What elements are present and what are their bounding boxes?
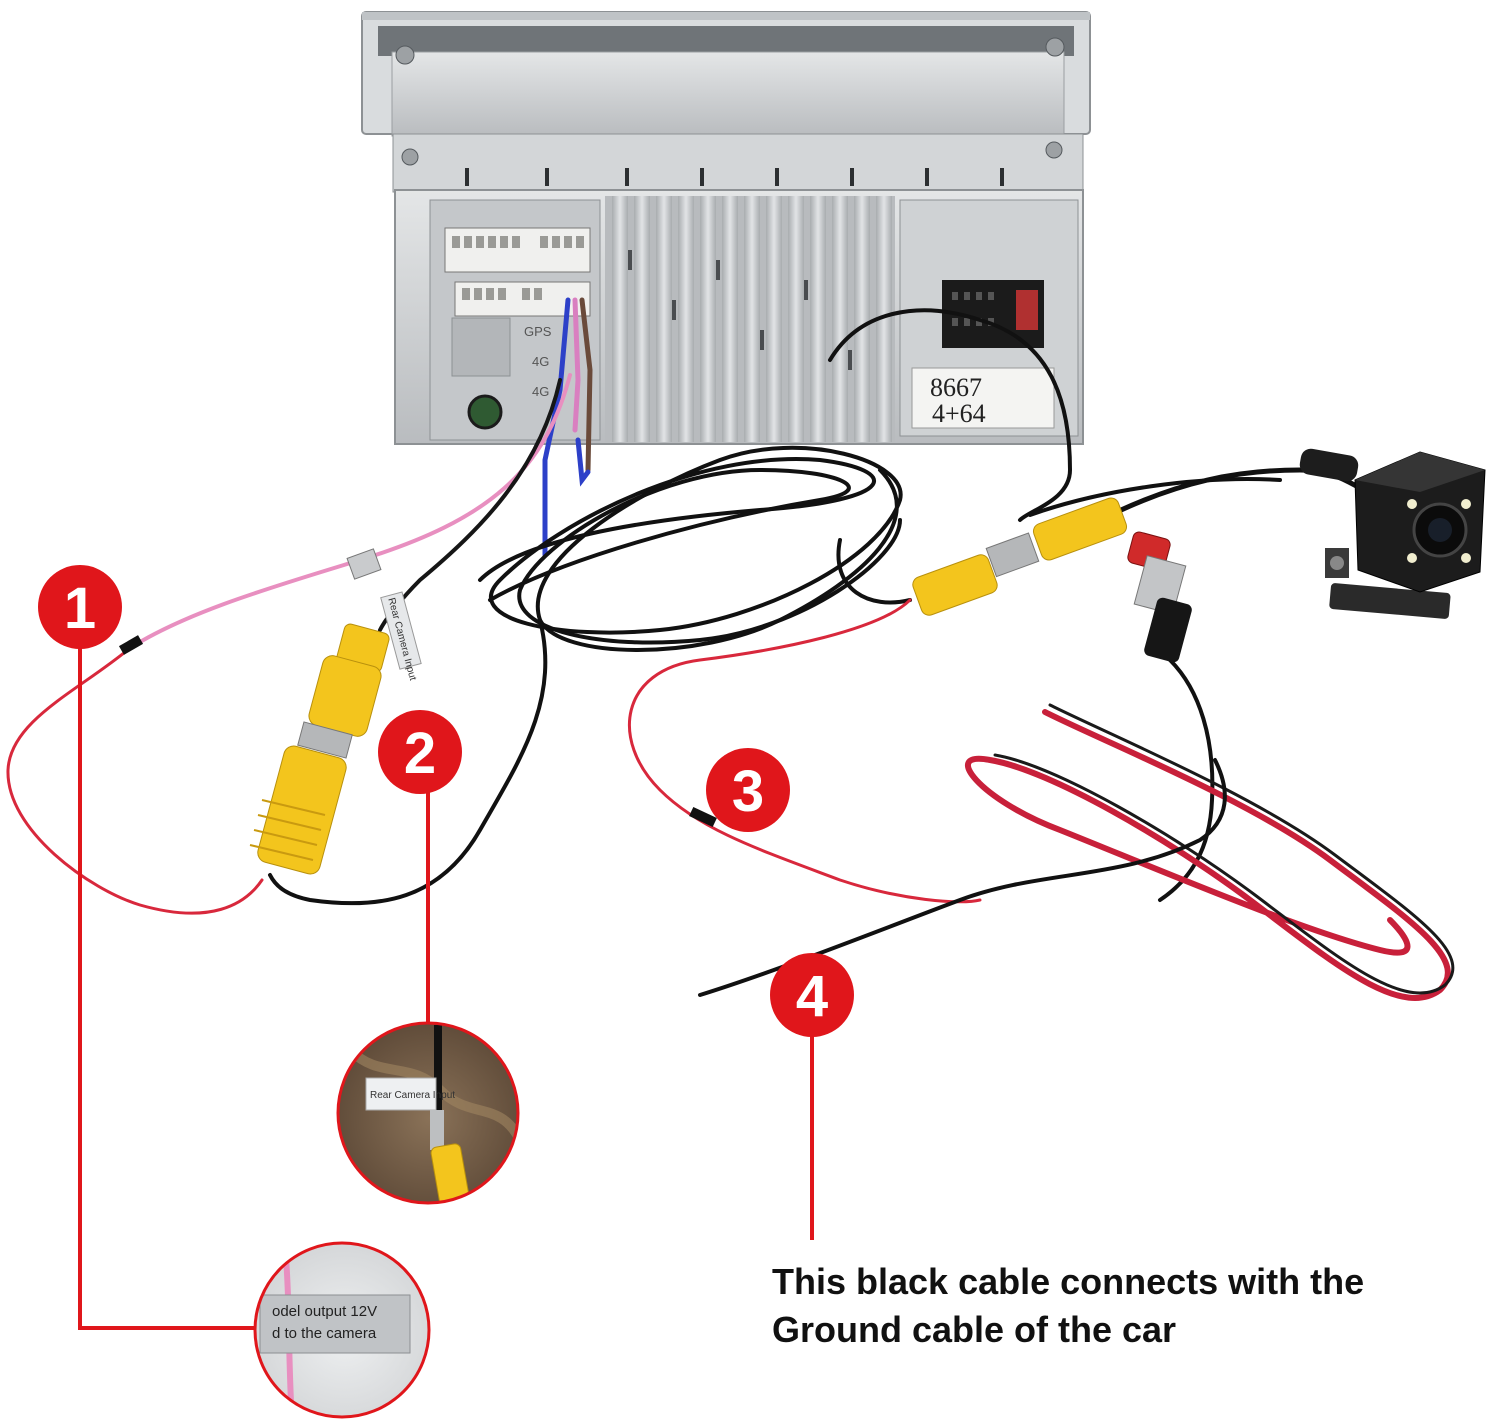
model-number: 8667 [930,373,982,402]
caption-line-2: Ground cable of the car [772,1309,1177,1350]
callout-1: 1 [38,565,122,649]
port-label-4g-2: 4G [532,384,549,399]
svg-text:3: 3 [732,759,764,824]
callout-3: 3 [706,748,790,832]
power-connector [1127,531,1192,663]
svg-text:2: 2 [404,721,436,786]
rca-connector-left [249,623,390,875]
callout-2: 2 [378,710,462,794]
inset-camera-input: Rear Camera Input [336,1021,520,1205]
port-label-4g-1: 4G [532,354,549,369]
inset-12v-line2: d to the camera [272,1325,377,1342]
inset-12v-output: odel output 12V d to the camera [253,1241,431,1419]
svg-text:Rear Camera Input: Rear Camera Input [370,1090,455,1101]
head-unit: GPS 4G 4G [361,11,1091,445]
model-spec: 4+64 [932,399,986,428]
rear-camera [1299,448,1486,619]
caption-line-1: This black cable connects with the [772,1261,1365,1302]
svg-text:1: 1 [64,576,96,641]
cables [6,297,1455,1001]
callout-leaders [78,642,814,1330]
callout-4: 4 [770,953,854,1037]
svg-text:4: 4 [796,964,828,1029]
port-label-gps: GPS [524,324,552,339]
inset-12v-line1: odel output 12V [272,1303,377,1320]
heatsink [605,196,895,442]
rca-connector-right [912,497,1128,616]
ground-cable-caption: This black cable connects with the Groun… [772,1258,1472,1354]
